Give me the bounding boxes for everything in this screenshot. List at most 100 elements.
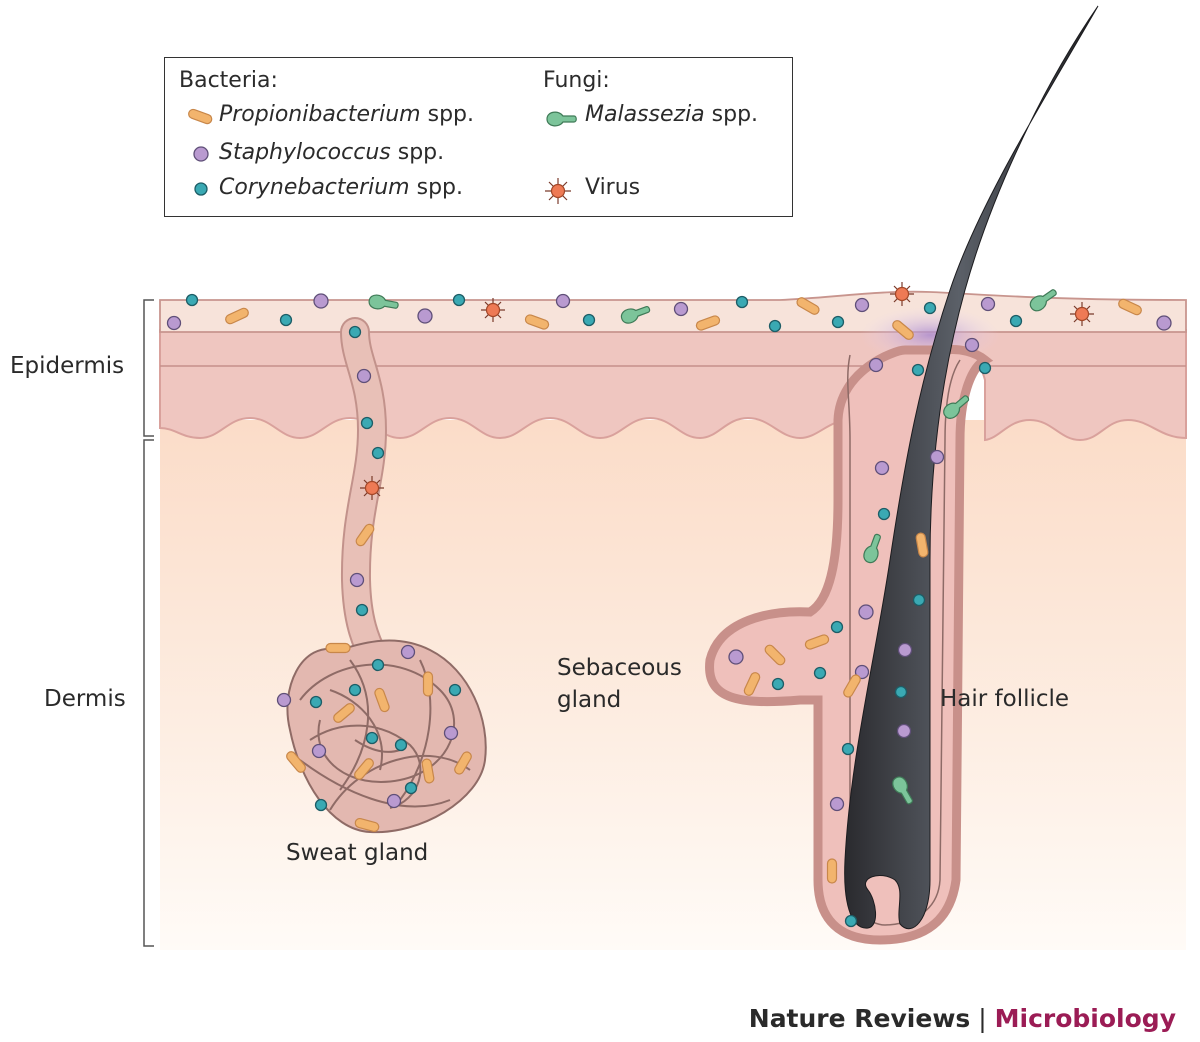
propionibacterium-marker — [333, 703, 355, 723]
staphylococcus-marker — [980, 296, 996, 312]
staphylococcus-marker — [356, 368, 372, 384]
epidermis-layer — [159, 329, 1187, 442]
legend-box: Bacteria: Fungi: Propionibacterium spp. … — [164, 57, 793, 217]
corynebacterium-marker — [348, 325, 362, 339]
legend-bacteria-heading: Bacteria: — [179, 68, 278, 93]
credit-separator: | — [970, 1004, 995, 1033]
malassezia-marker — [863, 533, 881, 564]
staphylococcus-marker — [829, 796, 845, 812]
journal-subject: Microbiology — [994, 1004, 1176, 1033]
sweat-gland-label: Sweat gland — [286, 840, 429, 866]
staphylococcus-marker — [854, 297, 870, 313]
corynebacterium-marker — [371, 658, 385, 672]
malassezia-marker — [943, 395, 970, 419]
staphylococcus-marker — [166, 315, 182, 331]
corynebacterium-marker — [448, 683, 462, 697]
propionibacterium-marker — [355, 523, 375, 547]
propionibacterium-marker — [524, 314, 550, 330]
epidermis-label: Epidermis — [10, 353, 125, 379]
propionibacterium-marker — [892, 320, 914, 340]
malassezia-marker — [1029, 289, 1057, 312]
corynebacterium-marker — [314, 798, 328, 812]
staphylococcus-marker — [728, 649, 744, 665]
legend-item-corynebacterium: Corynebacterium spp. — [219, 175, 463, 200]
propionibacterium-marker — [354, 758, 374, 780]
staphylococcus-marker — [443, 725, 459, 741]
propionibacterium-marker — [225, 307, 249, 325]
propionibacterium-marker — [826, 858, 838, 884]
staphylococcus-marker — [896, 723, 912, 739]
staphylococcus-marker — [929, 449, 945, 465]
rod-icon — [188, 108, 213, 125]
corynebacterium-marker — [912, 593, 926, 607]
hair-follicle-label: Hair follicle — [940, 686, 1070, 712]
staphylococcus-marker — [854, 664, 870, 680]
legend-item-virus: Virus — [585, 175, 641, 200]
corynebacterium-marker — [877, 507, 891, 521]
journal-name: Nature Reviews — [748, 1004, 971, 1033]
staphylococcus-marker — [349, 572, 365, 588]
sebaceous-gland-label-line1: Sebaceous — [557, 655, 682, 681]
staphylococcus-marker — [874, 460, 890, 476]
legend-item-staphylococcus: Staphylococcus spp. — [219, 140, 445, 165]
corynebacterium-marker — [841, 742, 855, 756]
corynebacterium-marker — [582, 313, 596, 327]
staphylococcus-marker — [555, 293, 571, 309]
staphylococcus-marker — [1156, 315, 1172, 331]
corynebacterium-marker — [360, 416, 374, 430]
propionibacterium-marker — [843, 674, 861, 698]
coccus-icon — [193, 146, 209, 162]
hair-shaft — [844, 5, 1099, 930]
virus-marker — [360, 476, 384, 500]
corynebacterium-marker — [185, 293, 199, 307]
corynebacterium-marker — [404, 781, 418, 795]
corynebacterium-marker — [371, 446, 385, 460]
staphylococcus-marker — [417, 308, 433, 324]
corynebacterium-marker — [348, 683, 362, 697]
legend-item-malassezia: Malassezia spp. — [585, 102, 759, 127]
dermis-label: Dermis — [44, 686, 126, 712]
malassezia-marker — [368, 294, 399, 310]
staphylococcus-marker — [313, 293, 329, 309]
staphylococcus-marker — [897, 642, 913, 658]
corynebacterium-marker — [844, 914, 858, 928]
staphylococcus-marker — [964, 337, 980, 353]
propionibacterium-marker — [454, 751, 472, 775]
corynebacterium-marker — [923, 301, 937, 315]
corynebacterium-marker — [365, 731, 379, 745]
corynebacterium-marker — [1009, 314, 1023, 328]
propionibacterium-marker — [796, 297, 820, 315]
propionibacterium-marker — [764, 644, 786, 666]
layer-brackets — [143, 299, 154, 947]
staphylococcus-marker — [386, 793, 402, 809]
staphylococcus-marker — [858, 604, 874, 620]
propionibacterium-marker — [804, 634, 830, 650]
virus-marker — [481, 298, 505, 322]
virus-icon — [545, 178, 571, 204]
propionibacterium-marker — [374, 687, 390, 713]
corynebacterium-marker — [911, 363, 925, 377]
yeast-icon — [546, 111, 577, 127]
corynebacterium-marker — [813, 666, 827, 680]
staphylococcus-marker — [311, 743, 327, 759]
propionibacterium-marker — [915, 532, 929, 558]
propionibacterium-marker — [286, 751, 306, 773]
propionibacterium-marker — [695, 315, 721, 331]
legend-fungi-heading: Fungi: — [543, 68, 610, 93]
sebaceous-gland-label-line2: gland — [557, 687, 622, 713]
virus-marker — [890, 282, 914, 306]
journal-credit: Nature Reviews | Microbiology — [749, 1004, 1176, 1033]
corynebacterium-marker — [735, 295, 749, 309]
corynebacterium-marker — [771, 677, 785, 691]
corynebacterium-marker — [831, 315, 845, 329]
corynebacterium-marker — [452, 293, 466, 307]
coryne-icon — [194, 182, 208, 196]
corynebacterium-marker — [978, 361, 992, 375]
corynebacterium-marker — [279, 313, 293, 327]
corynebacterium-marker — [768, 319, 782, 333]
propionibacterium-marker — [354, 817, 380, 833]
propionibacterium-marker — [1118, 298, 1142, 316]
stratum-corneum — [159, 290, 1187, 333]
corynebacterium-marker — [394, 738, 408, 752]
